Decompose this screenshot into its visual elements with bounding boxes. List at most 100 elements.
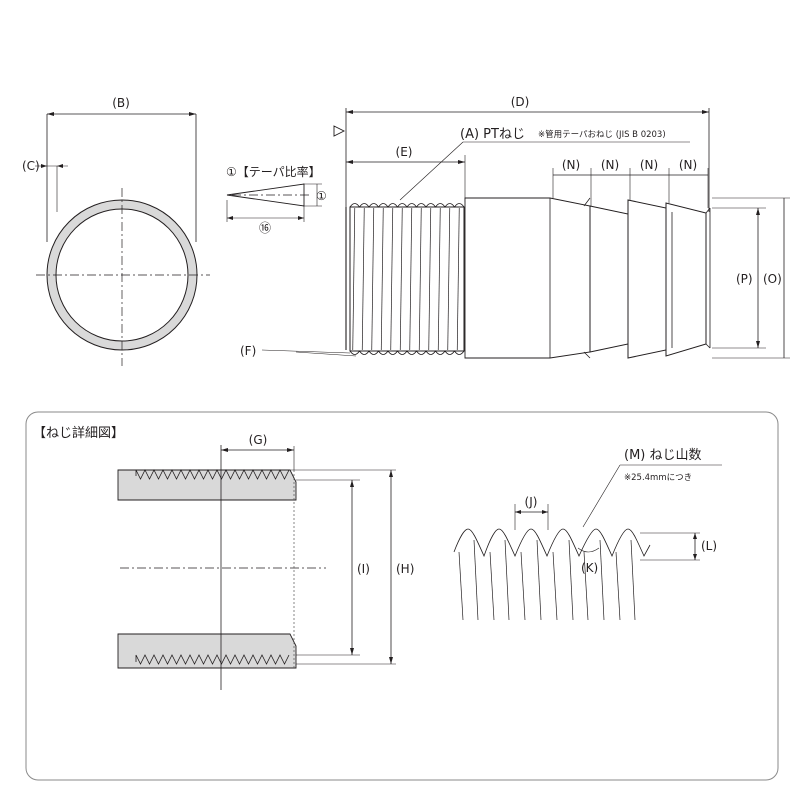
label-m-note: ※25.4mmにつき bbox=[624, 473, 692, 483]
detail-title: 【ねじ詳細図】 bbox=[33, 425, 124, 441]
surface-finish-mark bbox=[333, 125, 346, 137]
tip-chamfer-bottom bbox=[705, 343, 711, 349]
thread-lines bbox=[352, 207, 460, 351]
label-a-note: ※管用テーパおねじ (JIS B 0203) bbox=[538, 129, 666, 140]
l-arrow-top bbox=[693, 533, 697, 539]
d-arrow-left bbox=[346, 110, 353, 114]
d-arrow-right bbox=[702, 110, 709, 114]
thread-profile-line bbox=[458, 551, 464, 621]
thread-crests-top bbox=[349, 203, 465, 208]
hose-barb-1 bbox=[589, 205, 629, 353]
thread-profile-line bbox=[473, 539, 479, 621]
a-leader-diagonal bbox=[399, 141, 464, 201]
thread-line bbox=[380, 207, 384, 351]
taper-base-arrow-left bbox=[227, 216, 233, 220]
label-c: (C) bbox=[22, 159, 40, 173]
l-arrow-bottom bbox=[693, 554, 697, 560]
e-arrow-left bbox=[346, 160, 353, 164]
thread-profile-line bbox=[489, 551, 495, 621]
thread-profile-line bbox=[583, 551, 589, 621]
thread-line bbox=[409, 207, 413, 351]
label-i: (I) bbox=[357, 562, 370, 576]
label-p: (P) bbox=[736, 272, 753, 286]
thread-line bbox=[418, 207, 422, 351]
label-n-4: (N) bbox=[679, 158, 697, 172]
thread-profile-curve bbox=[453, 528, 651, 558]
taper-side-label: ① bbox=[316, 189, 327, 203]
tip-chamfer-top bbox=[705, 207, 711, 214]
label-k: (K) bbox=[581, 561, 598, 575]
fitting-side-view: (D) (E) (A) PTねじ ※管用テーパおねじ (JIS B 0203) bbox=[240, 95, 790, 359]
label-d: (D) bbox=[511, 95, 530, 109]
detail-thread-bottom bbox=[135, 654, 290, 665]
label-o: (O) bbox=[763, 272, 782, 286]
thread-line bbox=[371, 207, 375, 351]
pipe-cross-section: (B) (C) bbox=[22, 96, 210, 366]
label-h: (H) bbox=[396, 562, 414, 576]
p-arrow-bottom bbox=[756, 341, 760, 348]
g-arrow-left bbox=[221, 448, 228, 452]
thread-profile-line bbox=[552, 551, 558, 621]
i-arrow-bottom bbox=[350, 648, 354, 655]
thread-profile-lines bbox=[458, 539, 636, 621]
thread-line bbox=[437, 207, 441, 351]
thread-profile-line bbox=[599, 539, 605, 621]
h-arrow-top bbox=[389, 470, 393, 477]
barb-1-edge-top bbox=[583, 197, 591, 207]
p-arrow-top bbox=[756, 208, 760, 215]
label-b: (B) bbox=[112, 96, 130, 110]
thread-profile-line bbox=[504, 539, 510, 621]
label-g: (G) bbox=[249, 433, 268, 447]
b-arrow-left bbox=[47, 112, 54, 116]
label-n-3: (N) bbox=[640, 158, 658, 172]
thread-line bbox=[428, 207, 432, 351]
thread-crests-bottom bbox=[349, 350, 465, 355]
j-arrow-left bbox=[515, 510, 521, 514]
thread-profile-line bbox=[615, 551, 621, 621]
thread-line bbox=[399, 207, 403, 351]
thread-profile-line bbox=[536, 539, 542, 621]
label-a: (A) PTねじ bbox=[460, 127, 525, 142]
label-n-1: (N) bbox=[562, 158, 580, 172]
thread-profile-line bbox=[520, 551, 526, 621]
taper-ratio-diagram: ①【テーパ比率】 ① ⑯ bbox=[226, 164, 327, 235]
thread-line bbox=[447, 207, 451, 351]
label-n-2: (N) bbox=[601, 158, 619, 172]
c-arrow-right bbox=[57, 164, 63, 168]
taper-base-label: ⑯ bbox=[259, 221, 271, 235]
j-arrow-right bbox=[542, 510, 548, 514]
thread-line bbox=[456, 207, 460, 351]
f-leader bbox=[261, 349, 351, 354]
b-arrow-right bbox=[189, 112, 196, 116]
threaded-section bbox=[349, 206, 465, 352]
fitting-body bbox=[464, 197, 591, 359]
detail-wall-top bbox=[117, 469, 297, 501]
hose-barb-2 bbox=[627, 199, 667, 359]
thread-line bbox=[390, 207, 394, 351]
detail-thread-top bbox=[135, 469, 290, 480]
thread-section-detail: (G) (I) (H) bbox=[117, 433, 414, 690]
c-arrow-left bbox=[41, 164, 47, 168]
taper-title: ①【テーパ比率】 bbox=[226, 164, 321, 179]
thread-line bbox=[361, 207, 365, 351]
label-f: (F) bbox=[240, 344, 256, 358]
label-j: (J) bbox=[525, 495, 538, 509]
h-arrow-bottom bbox=[389, 657, 393, 664]
barb-1-edge-bottom bbox=[583, 351, 591, 359]
label-m: (M) ねじ山数 bbox=[624, 448, 702, 463]
thread-profile-detail: (J) (K) (M) ねじ山数 ※25.4mmにつき (L) bbox=[453, 448, 722, 621]
taper-base-arrow-right bbox=[298, 216, 304, 220]
f-leader-2 bbox=[295, 351, 357, 357]
k-angle-arc bbox=[577, 547, 600, 553]
thread-line bbox=[352, 207, 356, 351]
thread-profile-line bbox=[630, 539, 636, 621]
m-leader-diagonal bbox=[582, 464, 621, 528]
i-arrow-top bbox=[350, 480, 354, 487]
e-arrow-right bbox=[458, 160, 465, 164]
thread-profile-line bbox=[568, 539, 574, 621]
detail-frame bbox=[25, 411, 779, 781]
label-l: (L) bbox=[701, 539, 717, 553]
label-e: (E) bbox=[396, 145, 413, 159]
